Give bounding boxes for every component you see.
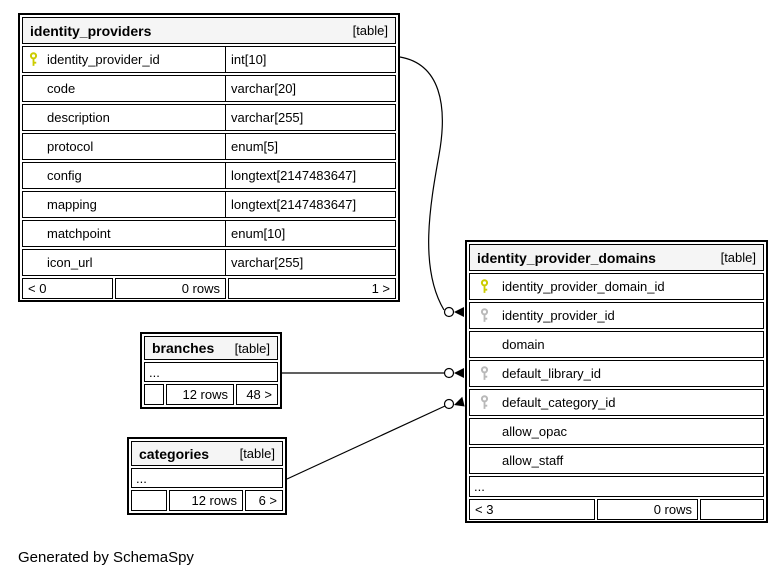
ellipsis-row: ... [131,468,283,488]
relationship-line-categories-to-domains [286,405,446,480]
column-name: config [47,168,82,183]
table-title: identity_provider_domains [477,249,656,266]
column-name: allow_opac [502,424,568,439]
table-title: branches [152,340,215,356]
column-row: identity_provider_id int[10] [22,46,396,73]
column-row: identity_provider_id [469,302,764,329]
column-name: identity_provider_domain_id [502,279,665,294]
table-footer: < 0 0 rows 1 > [22,278,396,299]
generated-by-note: Generated by SchemaSpy [18,549,194,566]
table-branches: branches [table] ... 12 rows 48 > [140,332,282,409]
arrowhead-icon [454,368,464,378]
column-name: mapping [47,197,97,212]
foreign-key-icon [478,308,490,323]
column-row: domain [469,331,764,358]
table-title: categories [139,445,210,462]
column-row: identity_provider_domain_id [469,273,764,300]
table-footer: < 3 0 rows [469,499,764,520]
table-header[interactable]: categories [table] [131,441,283,466]
arrowhead-icon [454,307,464,317]
column-row: icon_url varchar[255] [22,249,396,276]
table-categories: categories [table] ... 12 rows 6 > [127,437,287,515]
footer-next: 48 > [236,384,278,405]
column-row: matchpoint enum[10] [22,220,396,247]
table-tag: [table] [234,340,270,356]
column-type: int[10] [231,52,267,67]
foreign-key-icon [478,366,490,381]
zero-or-many-circle [443,398,455,410]
column-row: default_library_id [469,360,764,387]
ellipsis-row: ... [144,362,278,382]
column-row: description varchar[255] [22,104,396,131]
column-name: description [47,110,110,125]
table-header[interactable]: identity_provider_domains [table] [469,244,764,271]
footer-next: 6 > [245,490,283,511]
primary-key-icon [27,52,39,67]
column-type: varchar[255] [231,110,304,125]
column-type: longtext[2147483647] [231,197,357,212]
arrowhead-icon [454,396,465,407]
ellipsis-row: ... [469,476,764,497]
column-row: allow_staff [469,447,764,474]
footer-prev: < 3 [469,499,595,520]
column-type: longtext[2147483647] [231,168,357,183]
column-name: identity_provider_id [502,308,615,323]
column-row: allow_opac [469,418,764,445]
table-footer: 12 rows 6 > [131,490,283,511]
column-type: enum[10] [231,226,286,241]
column-row: config longtext[2147483647] [22,162,396,189]
table-header[interactable]: identity_providers [table] [22,17,396,44]
column-name: identity_provider_id [47,52,160,67]
column-name: domain [502,337,545,352]
column-name: code [47,81,76,96]
column-row: mapping longtext[2147483647] [22,191,396,218]
column-row: default_category_id [469,389,764,416]
primary-key-icon [478,279,490,294]
footer-rowcount: 0 rows [597,499,698,520]
table-identity-providers: identity_providers [table] identity_prov… [18,13,400,302]
column-name: default_library_id [502,366,602,381]
footer-next [700,499,764,520]
footer-rowcount: 12 rows [166,384,234,405]
table-title: identity_providers [30,22,152,39]
table-tag: [table] [352,23,388,38]
column-row: protocol enum[5] [22,133,396,160]
column-type: varchar[20] [231,81,297,96]
column-row: code varchar[20] [22,75,396,102]
footer-prev: < 0 [22,278,113,299]
table-tag: [table] [720,250,756,265]
column-name: allow_staff [502,453,564,468]
footer-next: 1 > [228,278,396,299]
foreign-key-icon [478,395,490,410]
table-tag: [table] [239,446,275,461]
column-type: varchar[255] [231,255,304,270]
table-footer: 12 rows 48 > [144,384,278,405]
column-name: protocol [47,139,94,154]
footer-prev [131,490,167,511]
zero-or-many-circle [443,367,455,379]
table-identity-provider-domains: identity_provider_domains [table] identi… [465,240,768,523]
column-name: matchpoint [47,226,111,241]
column-type: enum[5] [231,139,278,154]
footer-prev [144,384,164,405]
footer-rowcount: 0 rows [115,278,226,299]
zero-or-many-circle [443,306,455,318]
relationship-line-identity-providers-to-domains [399,56,445,311]
table-header[interactable]: branches [table] [144,336,278,360]
column-name: icon_url [47,255,93,270]
footer-rowcount: 12 rows [169,490,243,511]
column-name: default_category_id [502,395,616,410]
